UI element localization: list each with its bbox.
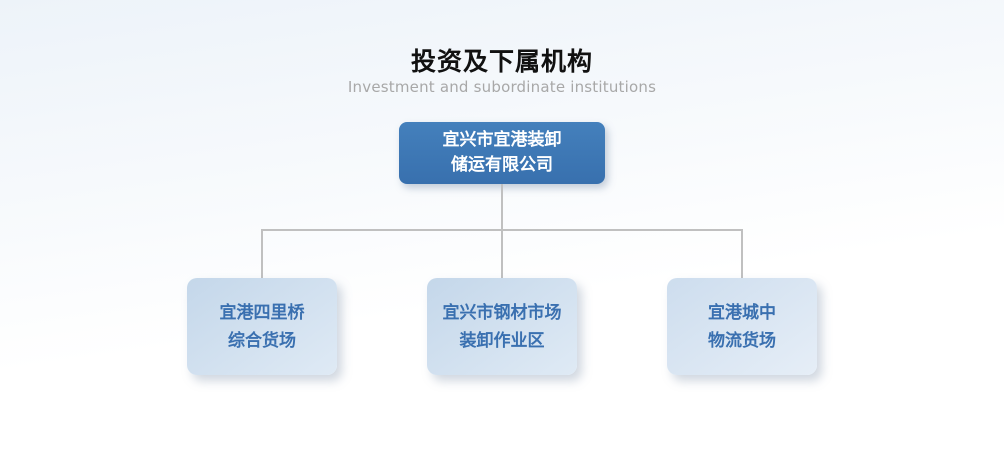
org-node-child-1-line2: 综合货场: [228, 330, 296, 351]
org-node-child-2-line1: 宜兴市钢材市场: [442, 302, 562, 323]
page-subtitle: Investment and subordinate institutions: [347, 78, 657, 96]
org-node-child-1-line1: 宜港四里桥: [219, 302, 305, 323]
org-node-root-line1: 宜兴市宜港装卸: [442, 130, 562, 150]
page-title: 投资及下属机构: [410, 47, 593, 76]
org-node-child-1: 宜港四里桥 综合货场: [187, 278, 337, 375]
connector-stem: [501, 184, 503, 231]
connector-drop-center: [501, 229, 503, 278]
org-node-root-line2: 储运有限公司: [451, 155, 553, 175]
org-node-child-3-line1: 宜港城中: [708, 302, 776, 323]
org-node-child-3-line2: 物流货场: [708, 330, 776, 351]
org-node-root: 宜兴市宜港装卸 储运有限公司: [399, 122, 605, 184]
org-node-child-3: 宜港城中 物流货场: [667, 278, 817, 375]
connector-drop-right: [741, 229, 743, 278]
connector-drop-left: [261, 229, 263, 278]
org-node-child-2-line2: 装卸作业区: [459, 330, 545, 351]
org-node-child-2: 宜兴市钢材市场 装卸作业区: [427, 278, 577, 375]
